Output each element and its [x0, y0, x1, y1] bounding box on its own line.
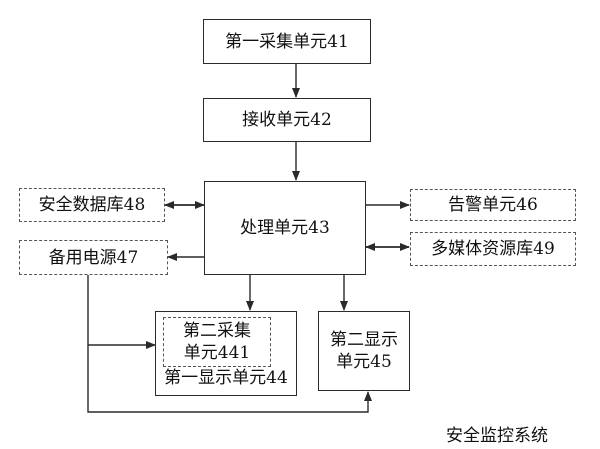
- collect-unit-1-label: 第一采集单元41: [225, 31, 349, 52]
- receive-unit-label: 接收单元42: [242, 110, 332, 130]
- multimedia-resource-database-label: 多媒体资源库49: [431, 239, 555, 259]
- collect-unit-2: 第二采集 单元441: [163, 317, 271, 367]
- collect-unit-2-label-line2: 单元441: [183, 343, 251, 363]
- system-caption: 安全监控系统: [446, 426, 548, 446]
- display-unit-2-label-line2: 单元45: [336, 352, 392, 372]
- alarm-unit: 告警单元46: [410, 189, 576, 221]
- collect-unit-2-label-line1: 第二采集: [183, 321, 251, 341]
- backup-power-supply: 备用电源47: [19, 240, 168, 275]
- process-unit: 处理单元43: [204, 181, 366, 275]
- backup-power-supply-label: 备用电源47: [48, 247, 139, 268]
- process-unit-label: 处理单元43: [240, 218, 330, 238]
- alarm-unit-label: 告警单元46: [448, 195, 538, 215]
- display-unit-1-label: 第一显示单元44: [164, 368, 288, 388]
- display-unit-2-label-line1: 第二显示: [330, 330, 398, 350]
- safety-database-label: 安全数据库48: [38, 195, 146, 215]
- safety-database: 安全数据库48: [19, 188, 165, 222]
- display-unit-2: 第二显示 单元45: [318, 311, 410, 391]
- receive-unit: 接收单元42: [203, 98, 371, 142]
- collect-unit-1: 第一采集单元41: [203, 19, 371, 64]
- arrow-power-to-display2: [87, 345, 372, 413]
- multimedia-resource-database: 多媒体资源库49: [410, 232, 576, 266]
- arrow-power-to-display1: [87, 275, 156, 349]
